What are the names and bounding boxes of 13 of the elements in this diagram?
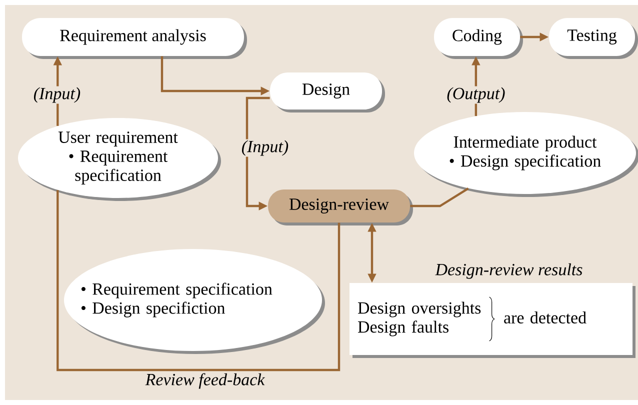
result-box: Design-review results Design oversights Design faults are detected [350,263,636,358]
connector-line [56,190,340,372]
process-box: Design-review [268,190,413,226]
process-box: Design [270,72,385,112]
edge-label: (Output) [446,86,506,104]
process-box: Requirement analysis [22,18,247,59]
edge-label: (Input) [240,139,290,157]
process-box: Coding [434,18,523,59]
connector-line [410,188,469,208]
edge-label: (Input) [32,86,82,104]
process-box: Testing [549,18,638,59]
node-label: Design-review results [435,263,582,279]
edge-label: Review feed-back [145,373,265,389]
